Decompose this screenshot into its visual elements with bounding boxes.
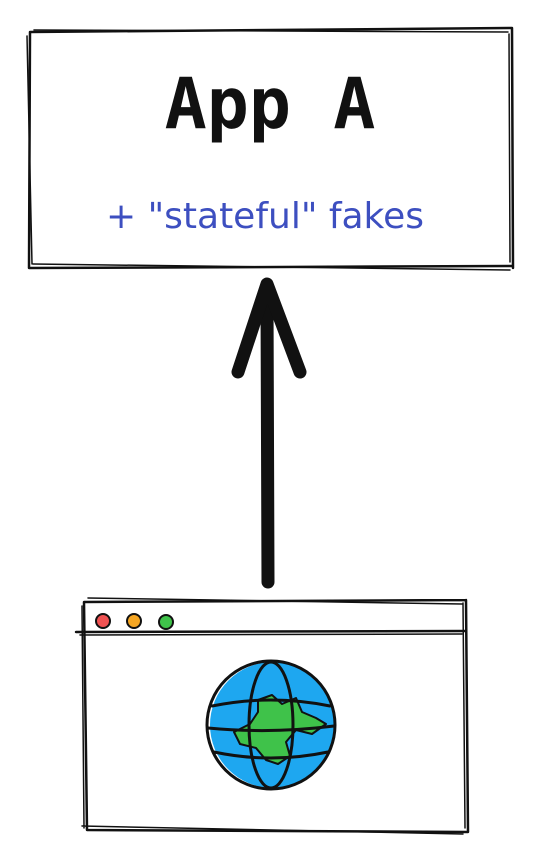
window-close-dot [95,613,111,629]
window-minimize-dot [126,613,142,629]
app-a-box: App A + "stateful" fakes [26,26,515,271]
app-title: App A [165,63,376,145]
globe-icon [205,659,337,791]
app-subtitle: + "stateful" fakes [106,196,424,237]
browser-window-icon [74,597,470,835]
window-maximize-dot [158,614,174,630]
arrow-up-icon [231,277,307,589]
